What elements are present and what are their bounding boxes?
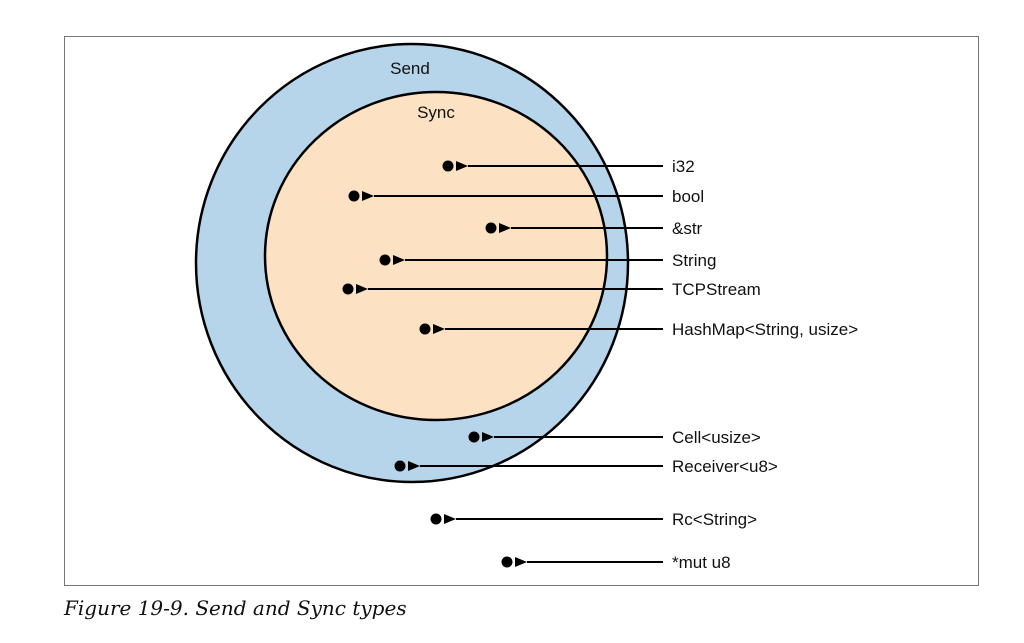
- type-item: i32: [442, 157, 695, 176]
- type-label: Receiver<u8>: [672, 457, 778, 476]
- type-dot: [348, 190, 360, 202]
- type-label: &str: [672, 219, 703, 238]
- type-dot: [394, 460, 406, 472]
- type-dot: [485, 222, 497, 234]
- type-item: TCPStream: [342, 280, 761, 299]
- type-dot: [442, 160, 454, 172]
- type-label: i32: [672, 157, 695, 176]
- type-label: Cell<usize>: [672, 428, 761, 447]
- type-item: bool: [348, 187, 704, 206]
- type-item: *mut u8: [501, 553, 731, 572]
- type-dot: [342, 283, 354, 295]
- type-item: HashMap<String, usize>: [419, 320, 858, 339]
- diagram-frame: [64, 36, 979, 586]
- type-label: TCPStream: [672, 280, 761, 299]
- type-label: *mut u8: [672, 553, 731, 572]
- send-set-label: Send: [390, 59, 430, 78]
- type-label: bool: [672, 187, 704, 206]
- type-item: Receiver<u8>: [394, 457, 778, 476]
- type-dot: [430, 513, 442, 525]
- type-label: Rc<String>: [672, 510, 757, 529]
- type-dot: [419, 323, 431, 335]
- type-label: HashMap<String, usize>: [672, 320, 858, 339]
- type-item: Rc<String>: [430, 510, 757, 529]
- type-dot: [501, 556, 513, 568]
- type-item: Cell<usize>: [468, 428, 761, 447]
- figure-caption: Figure 19-9. Send and Sync types: [64, 596, 407, 620]
- type-dot: [379, 254, 391, 266]
- type-dot: [468, 431, 480, 443]
- type-item: &str: [485, 219, 703, 238]
- sync-set-circle: [263, 90, 609, 422]
- sync-set-label: Sync: [417, 103, 455, 122]
- type-label: String: [672, 251, 716, 270]
- type-item: String: [379, 251, 716, 270]
